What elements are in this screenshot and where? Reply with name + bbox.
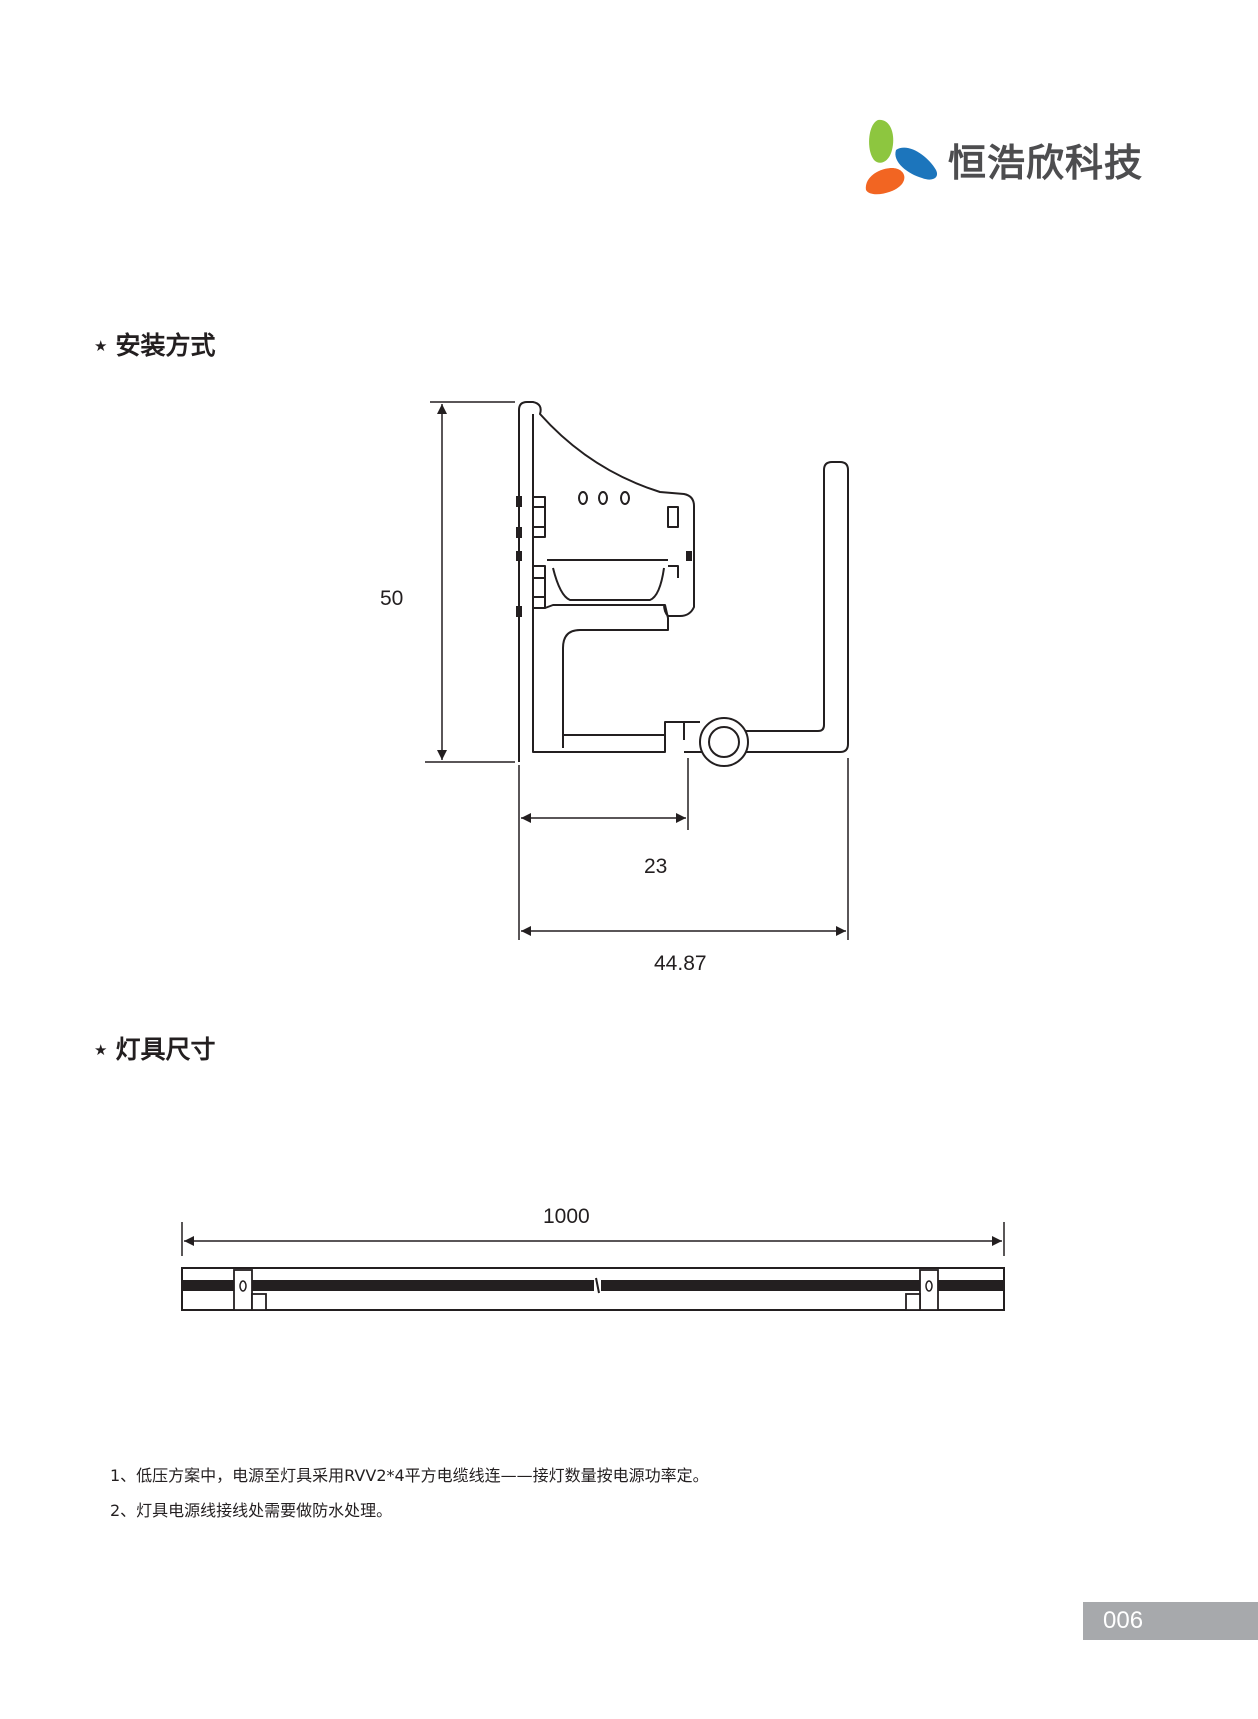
star-icon: ★ [94,337,108,355]
note-item: 2、灯具电源线接线处需要做防水处理。 [110,1501,393,1520]
fixture-length-dimension [181,1222,1005,1256]
section-title-installation: ★安装方式 [94,331,216,360]
profile-cross-section [516,401,849,767]
page-number: 006 [1103,1607,1144,1634]
note-item: 1、低压方案中，电源至灯具采用RVV2*4平方电缆线连——接灯数量按电源功率定。 [110,1466,709,1485]
dimension-total-width-label: 44.87 [654,952,707,975]
company-name: 恒浩欣科技 [948,141,1144,185]
profile-dimension-lines [425,401,849,940]
logo-mark-icon [865,119,938,195]
mounting-clip-left [233,1269,267,1311]
dimension-length-label: 1000 [543,1205,590,1228]
dimension-inner-width-label: 23 [644,855,667,878]
section-title-dimensions: ★灯具尺寸 [94,1035,216,1064]
dimension-height-label: 50 [380,587,403,610]
mounting-clip-right [905,1269,939,1311]
fixture-side-view [181,1267,1005,1311]
notes-list: 1、低压方案中，电源至灯具采用RVV2*4平方电缆线连——接灯数量按电源功率定。… [110,1458,709,1528]
page-number-bar: 006 [1083,1602,1258,1640]
company-logo: 恒浩欣科技 [862,116,1162,200]
star-icon: ★ [94,1041,108,1059]
